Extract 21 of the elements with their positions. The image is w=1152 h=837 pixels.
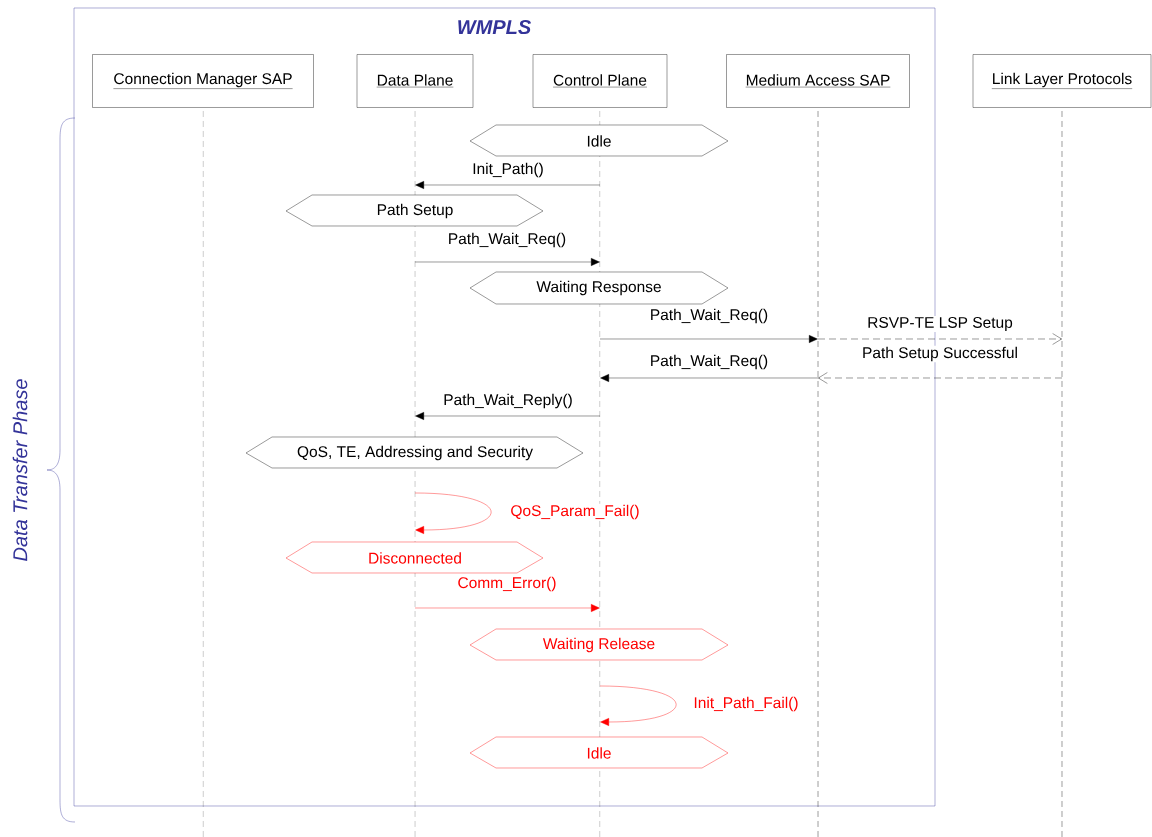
state-hexagon: Idle [469,736,729,769]
message-arrow [414,492,492,534]
message-label: Path Setup Successful [861,345,1019,363]
message-arrow [599,335,818,343]
state-hexagon: Idle [469,124,729,157]
message-arrow [415,412,601,420]
message-label: RSVP-TE LSP Setup [866,316,1014,332]
state-hexagon: Waiting Response [469,271,729,305]
message-arrow [818,372,1063,384]
message-label: QoS_Param_Fail() [509,503,641,521]
state-hexagon: Disconnected [285,541,544,574]
message-arrow [600,374,819,382]
message-arrow [415,181,601,189]
message-arrow [817,333,1062,345]
message-arrow [414,604,600,612]
state-hexagon: Waiting Release [469,628,729,661]
state-hexagon: QoS, TE, Addressing and Security [245,436,584,469]
state-hexagon: Path Setup [285,194,544,227]
phase-label: Data Transfer Phase [12,379,28,561]
message-arrow [599,685,677,726]
message-arrow [414,258,600,266]
